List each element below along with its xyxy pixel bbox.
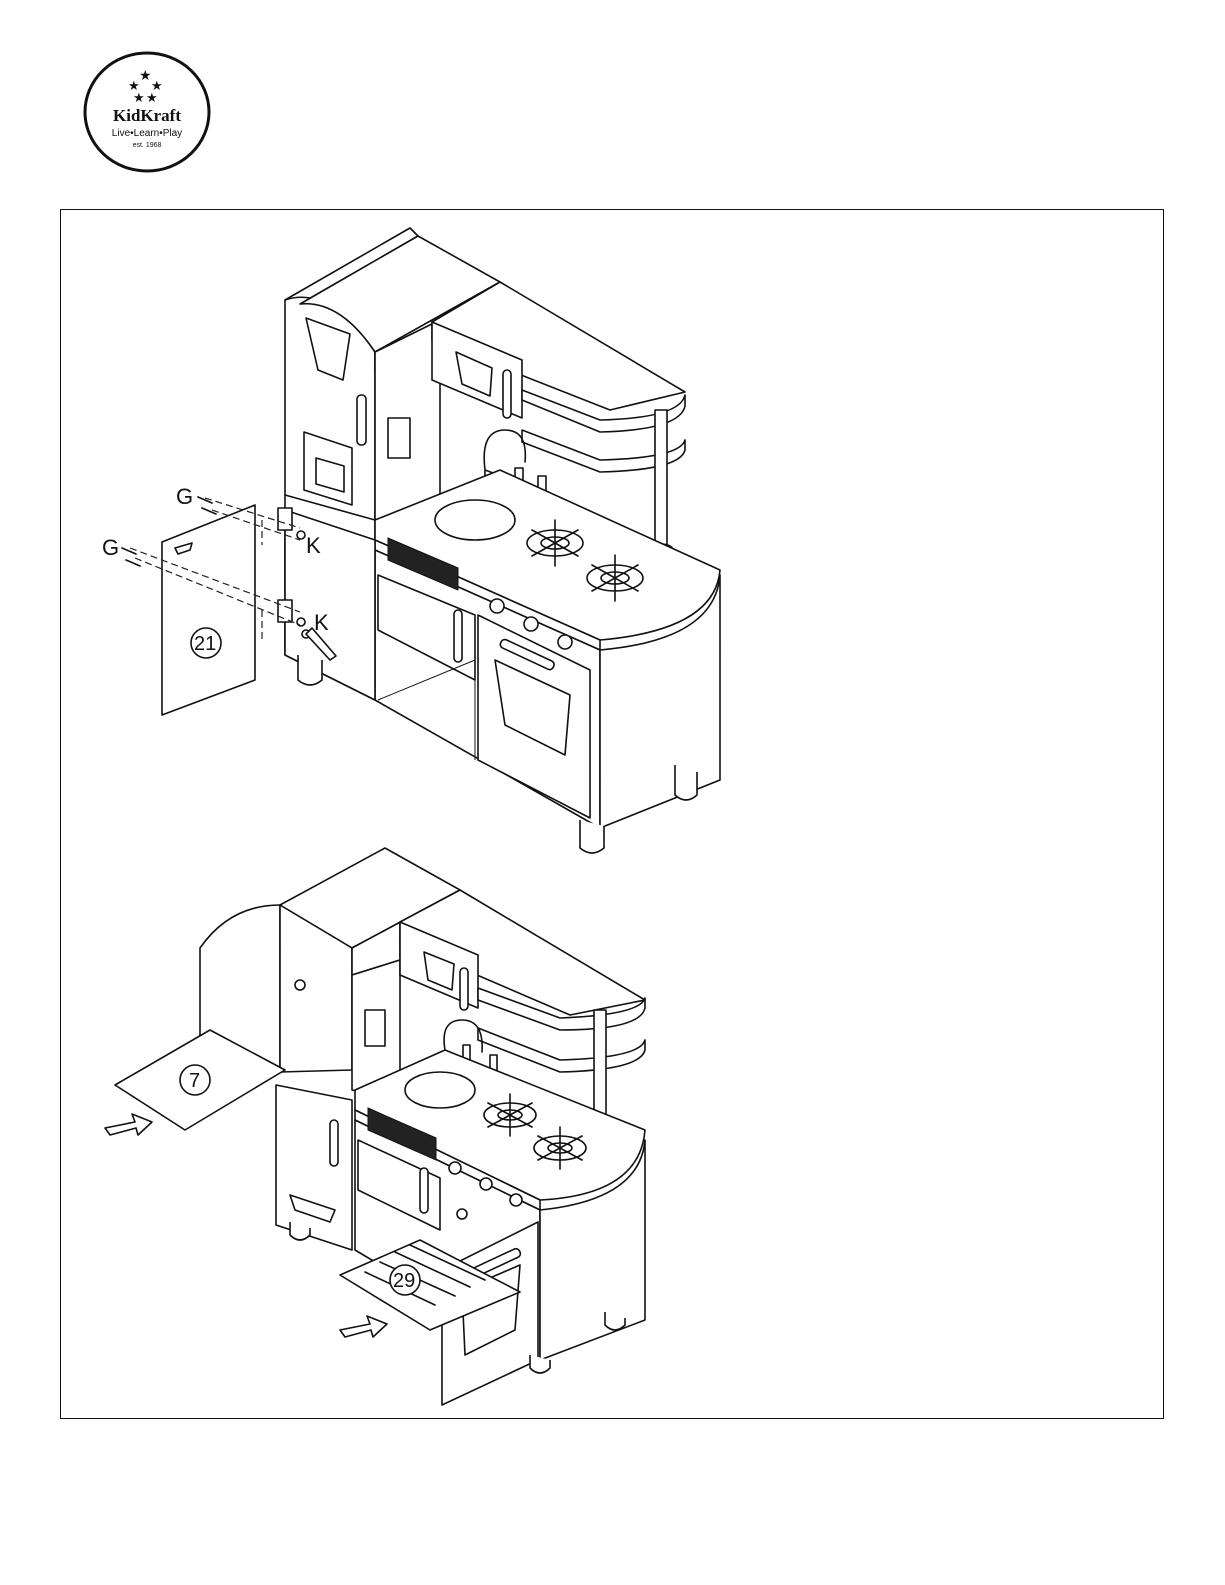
step2-kitchen-drawing [105, 848, 645, 1405]
part-number-7: 7 [189, 1070, 200, 1092]
insert-arrow-icon [340, 1316, 387, 1337]
part-number-29: 29 [393, 1270, 415, 1292]
nut-label-k-upper: K [306, 533, 321, 558]
screw-label-g-upper: G [176, 484, 193, 509]
screw-label-g-lower: G [102, 535, 119, 560]
part-number-21: 21 [194, 633, 216, 655]
step1-kitchen-drawing [122, 228, 720, 853]
nut-label-k-lower: K [314, 610, 329, 635]
insert-arrow-icon [105, 1114, 152, 1135]
